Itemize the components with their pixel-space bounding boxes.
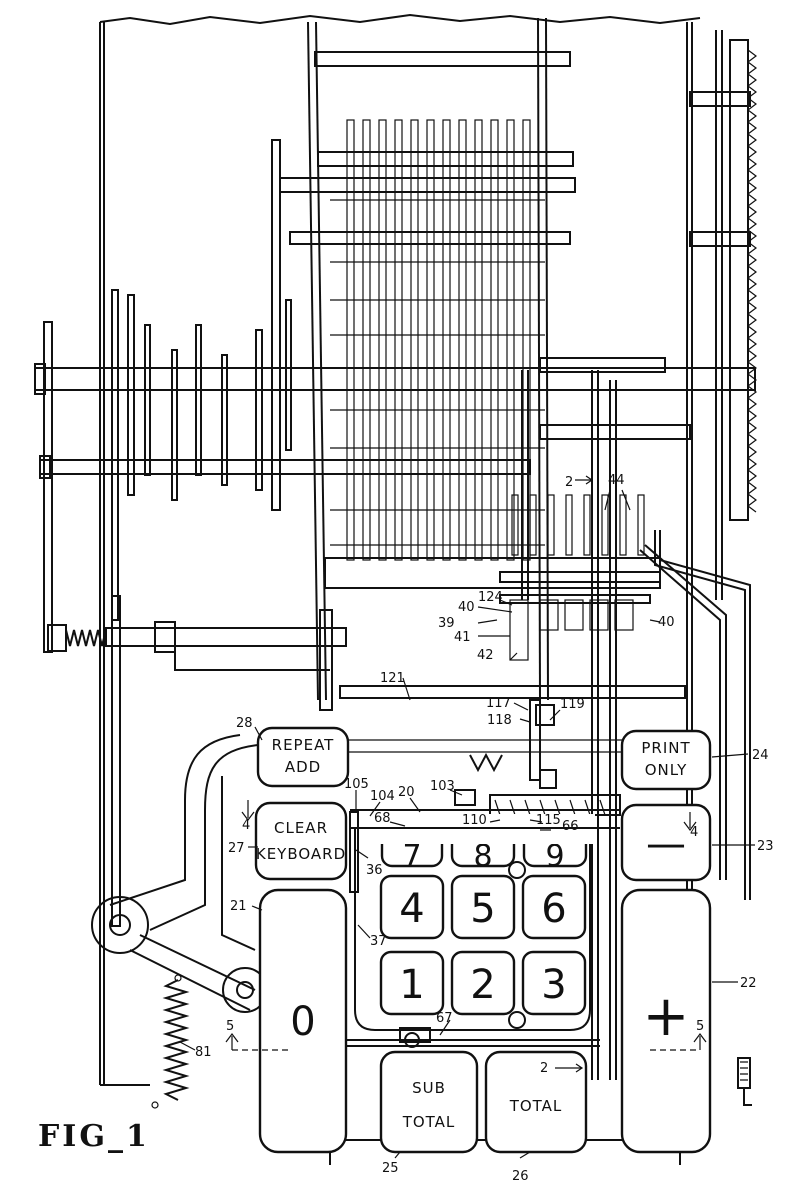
print-only-label-line2: ONLY <box>645 761 688 779</box>
digit-6-label: 6 <box>541 886 566 932</box>
ref-4-right: 4 <box>690 825 698 840</box>
ref-40-left: 40 <box>458 600 475 615</box>
ref-27: 27 <box>228 841 245 856</box>
clear-keyboard-label-line1: CLEAR <box>274 819 328 837</box>
repeat-add-label-line2: ADD <box>285 758 321 776</box>
ref-39: 39 <box>438 616 455 631</box>
ref-115: 115 <box>536 813 561 828</box>
ref-110: 110 <box>462 813 487 828</box>
ref-124: 124 <box>478 590 503 605</box>
total-key[interactable]: TOTAL <box>484 1050 588 1154</box>
zero-key[interactable]: 0 <box>258 888 348 1154</box>
ref-41: 41 <box>454 630 471 645</box>
digit-8-label: 8 <box>473 839 492 874</box>
section-lines <box>225 475 707 1073</box>
total-label: TOTAL <box>509 1097 563 1115</box>
digit-2-label: 2 <box>470 962 495 1008</box>
digit-5-label: 5 <box>470 886 495 932</box>
ref-24: 24 <box>752 748 769 763</box>
ref-104: 104 <box>370 789 395 804</box>
ref-67: 67 <box>436 1011 453 1026</box>
minus-key[interactable]: — <box>620 803 712 882</box>
digit-key-3[interactable]: 3 <box>521 950 587 1016</box>
digit-key-2[interactable]: 2 <box>450 950 516 1016</box>
clear-keyboard-label-line2: KEYBOARD <box>256 845 346 863</box>
ref-26: 26 <box>512 1169 529 1184</box>
ref-21: 21 <box>230 899 247 914</box>
leader-lines <box>179 489 755 1159</box>
operating-lever <box>91 595 268 1109</box>
clear-keyboard-key[interactable]: CLEAR KEYBOARD <box>254 801 348 881</box>
ref-66: 66 <box>562 819 579 834</box>
zero-key-label: 0 <box>290 999 315 1045</box>
ref-25: 25 <box>382 1161 399 1176</box>
ref-5-left: 5 <box>226 1019 234 1034</box>
sub-total-key[interactable]: SUB TOTAL <box>379 1050 479 1154</box>
digit-7-label: 7 <box>402 839 421 874</box>
ref-36: 36 <box>366 863 383 878</box>
ref-20: 20 <box>398 785 415 800</box>
ref-23: 23 <box>757 839 774 854</box>
digit-key-1[interactable]: 1 <box>379 950 445 1016</box>
sub-total-label-line2: TOTAL <box>402 1113 456 1131</box>
plus-key-label: + <box>643 984 690 1049</box>
digit-key-4[interactable]: 4 <box>379 874 445 940</box>
plus-key[interactable]: + <box>620 888 712 1154</box>
ref-103: 103 <box>430 779 455 794</box>
ref-22: 22 <box>740 976 757 991</box>
detent-spring <box>737 1057 752 1106</box>
ref-2-top: 2 <box>565 475 573 490</box>
ref-118: 118 <box>487 713 512 728</box>
minus-key-label: — <box>646 821 686 867</box>
ref-121: 121 <box>380 671 405 686</box>
print-only-label-line1: PRINT <box>641 739 690 757</box>
digit-key-5[interactable]: 5 <box>450 874 516 940</box>
reference-numerals: 2 44 124 40 39 41 42 40 121 117 118 119 … <box>195 473 774 1184</box>
sub-total-label-line1: SUB <box>412 1079 446 1097</box>
ref-4-left: 4 <box>242 818 250 833</box>
digit-9-label: 9 <box>545 839 564 874</box>
ref-105: 105 <box>344 777 369 792</box>
ref-40-right: 40 <box>658 615 675 630</box>
ref-81: 81 <box>195 1045 212 1060</box>
digit-4-label: 4 <box>399 886 424 932</box>
ref-2-bottom: 2 <box>540 1061 548 1076</box>
sensing-pins <box>499 370 751 1080</box>
digit-3-label: 3 <box>541 962 566 1008</box>
repeat-add-label-line1: REPEAT <box>272 736 335 754</box>
ref-119: 119 <box>560 697 585 712</box>
clutch-spring-assembly <box>47 609 347 711</box>
digit-1-label: 1 <box>399 962 424 1008</box>
figure-title: FIG_1 <box>38 1119 150 1154</box>
ref-117: 117 <box>486 696 511 711</box>
print-only-key[interactable]: PRINT ONLY <box>620 729 712 791</box>
ref-68: 68 <box>374 811 391 826</box>
digit-key-6[interactable]: 6 <box>521 874 587 940</box>
ref-44: 44 <box>608 473 625 488</box>
machine-frame <box>99 13 757 1086</box>
repeat-add-key[interactable]: REPEAT ADD <box>256 726 350 788</box>
ref-42: 42 <box>477 648 494 663</box>
ref-28: 28 <box>236 716 253 731</box>
ref-5-right: 5 <box>696 1019 704 1034</box>
ref-37: 37 <box>370 934 387 949</box>
